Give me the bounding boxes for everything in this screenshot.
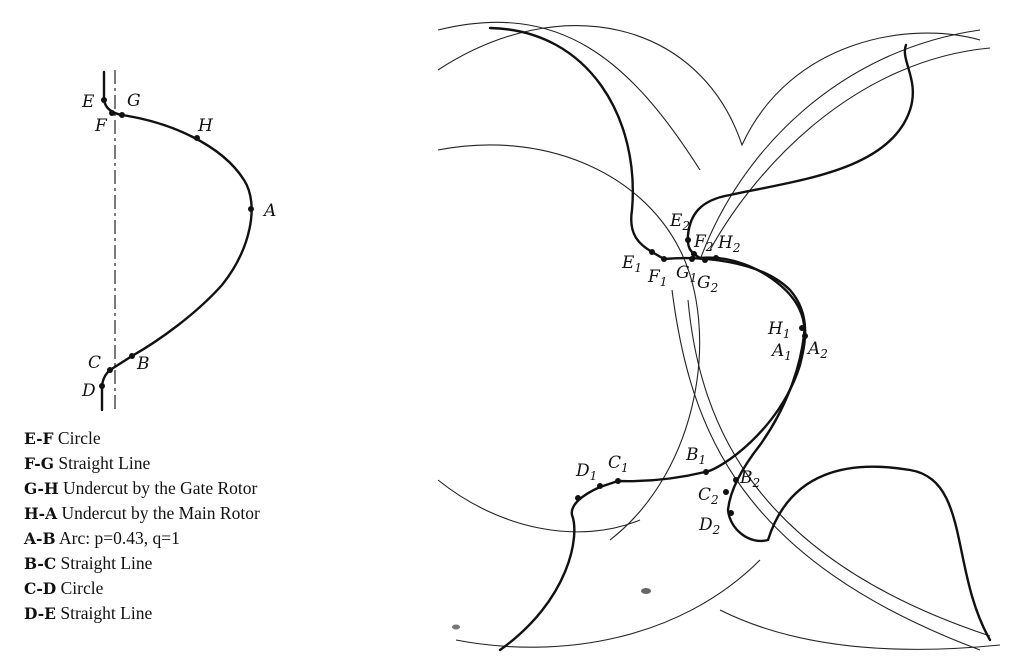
point-B1 bbox=[703, 469, 709, 475]
legend-key: H-A bbox=[24, 504, 58, 523]
pitch-circle-left-lower bbox=[437, 479, 641, 533]
label-H1: H1 bbox=[767, 319, 790, 341]
point-E2 bbox=[685, 237, 691, 243]
legend-key: A-B bbox=[24, 529, 56, 548]
gate-rotor-profile-upper bbox=[686, 43, 915, 260]
point-D2 bbox=[728, 510, 734, 516]
label-G1: G1 bbox=[676, 263, 697, 285]
label-F1: F1 bbox=[647, 267, 667, 289]
legend-row: B-C Straight Line bbox=[24, 551, 260, 576]
point-B2 bbox=[733, 477, 739, 483]
legend-key: G-H bbox=[24, 479, 59, 498]
legend-row: D-E Straight Line bbox=[24, 601, 260, 626]
profile-curve bbox=[100, 70, 253, 412]
legend-key: D-E bbox=[24, 604, 56, 623]
legend-row: G-H Undercut by the Gate Rotor bbox=[24, 476, 260, 501]
point-A bbox=[248, 206, 254, 212]
point-F2 bbox=[691, 251, 697, 257]
label-D: D bbox=[81, 381, 96, 401]
label-G: G bbox=[127, 91, 141, 111]
legend-desc: Undercut by the Main Rotor bbox=[61, 503, 260, 523]
meshing-diagram: E2 F2 H2 E1 F1 G1 G2 H1 A1 A2 D1 C1 B1 B… bbox=[437, 21, 1001, 652]
label-C2: C2 bbox=[698, 485, 719, 507]
point-H bbox=[194, 135, 200, 141]
left-profile-diagram: E G F H A C B D bbox=[81, 70, 276, 412]
label-F: F bbox=[94, 116, 108, 136]
lower-crossing-arc bbox=[455, 559, 761, 648]
label-E2: E2 bbox=[669, 211, 690, 233]
legend-row: H-A Undercut by the Main Rotor bbox=[24, 501, 260, 526]
label-B: B bbox=[136, 354, 150, 374]
point-F1 bbox=[661, 256, 667, 262]
point-C2 bbox=[723, 489, 729, 495]
label-E: E bbox=[81, 92, 95, 112]
legend-key: B-C bbox=[24, 554, 57, 573]
label-D1: D1 bbox=[575, 461, 597, 483]
label-B2: B2 bbox=[739, 468, 760, 490]
label-G2: G2 bbox=[697, 273, 718, 295]
label-D2: D2 bbox=[698, 515, 720, 537]
point-D1 bbox=[597, 483, 603, 489]
point-G bbox=[119, 112, 125, 118]
gate-rotor-arc-top bbox=[709, 47, 991, 251]
main-rotor-profile-upper bbox=[488, 26, 666, 261]
point-C1 bbox=[615, 478, 621, 484]
gate-rotor-arc-lower bbox=[687, 299, 991, 637]
point-B bbox=[129, 353, 135, 359]
point-A2 bbox=[802, 333, 808, 339]
legend-key: F-G bbox=[24, 454, 54, 473]
point-D bbox=[99, 383, 105, 389]
label-C: C bbox=[88, 353, 101, 373]
label-A: A bbox=[262, 201, 276, 221]
scan-speck-2 bbox=[452, 624, 460, 630]
legend-desc: Undercut by the Gate Rotor bbox=[62, 478, 258, 498]
point-H2 bbox=[713, 255, 719, 261]
label-E1: E1 bbox=[621, 253, 642, 275]
main-rotor-outer-arc-top bbox=[437, 25, 981, 147]
main-rotor-profile-mid bbox=[498, 256, 807, 652]
gate-rotor-arc-top-inner bbox=[699, 29, 981, 261]
label-A1: A1 bbox=[770, 341, 792, 363]
label-C1: C1 bbox=[608, 453, 629, 475]
lower-crossing-arc-2 bbox=[719, 609, 1001, 650]
point-D1b bbox=[575, 495, 581, 501]
label-H2: H2 bbox=[717, 233, 740, 255]
label-F2: F2 bbox=[693, 232, 713, 254]
label-A2: A2 bbox=[806, 339, 828, 361]
point-E1 bbox=[649, 249, 655, 255]
point-E bbox=[101, 97, 107, 103]
point-C bbox=[107, 367, 113, 373]
legend-row: F-G Straight Line bbox=[24, 451, 260, 476]
point-F bbox=[109, 110, 115, 116]
point-G2 bbox=[702, 257, 708, 263]
segment-legend: E-F Circle F-G Straight Line G-H Undercu… bbox=[24, 426, 260, 626]
scan-speck bbox=[641, 588, 651, 594]
legend-desc: Arc: p=0.43, q=1 bbox=[58, 528, 180, 548]
gate-rotor-arc-lower-inner bbox=[671, 289, 981, 651]
label-H: H bbox=[197, 116, 214, 136]
point-G1 bbox=[689, 256, 695, 262]
legend-row: C-D Circle bbox=[24, 576, 260, 601]
gate-rotor-profile-mid bbox=[698, 256, 992, 642]
legend-row: E-F Circle bbox=[24, 426, 260, 451]
legend-desc: Straight Line bbox=[58, 453, 151, 473]
legend-key: E-F bbox=[24, 429, 54, 448]
pitch-circle-left bbox=[437, 144, 701, 541]
legend-desc: Straight Line bbox=[60, 553, 153, 573]
legend-row: A-B Arc: p=0.43, q=1 bbox=[24, 526, 260, 551]
label-B1: B1 bbox=[685, 445, 706, 467]
legend-desc: Circle bbox=[60, 578, 104, 598]
legend-desc: Straight Line bbox=[60, 603, 153, 623]
legend-key: C-D bbox=[24, 579, 57, 598]
main-rotor-arc-left bbox=[437, 21, 701, 171]
point-H1 bbox=[799, 325, 805, 331]
legend-desc: Circle bbox=[57, 428, 101, 448]
